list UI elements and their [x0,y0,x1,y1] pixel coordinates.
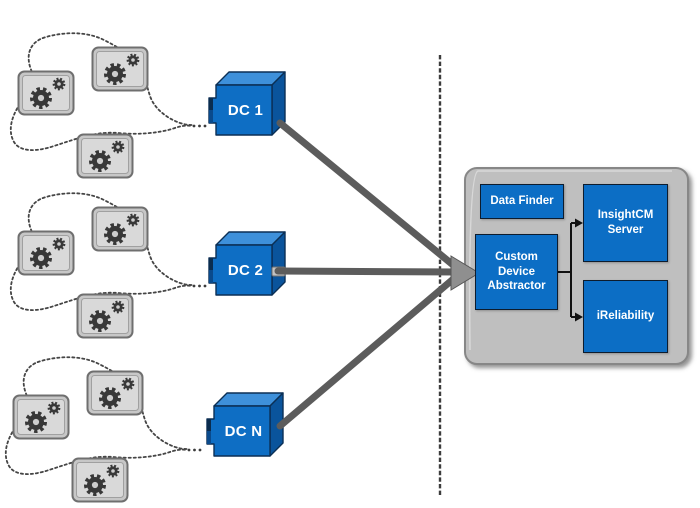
device-cluster-1 [11,33,207,177]
device-cluster-3 [6,357,202,501]
connector-arrowhead-insightcm [575,218,583,228]
dcn-label: DC N [224,422,263,440]
dc2-label: DC 2 [227,261,264,279]
dc1-to-panel-arrow [276,119,462,273]
dc2-to-panel-arrow [274,267,462,276]
connector-arrowhead-ireliability [575,312,583,322]
data-finder-box: Data Finder [480,184,564,219]
custom-device-abstractor-box: Custom Device Abstractor [475,234,558,310]
dc1-label: DC 1 [227,101,264,119]
insightcm-server-box: InsightCM Server [583,184,668,262]
ireliability-box: iReliability [583,280,668,353]
converging-arrowhead [450,255,480,291]
panel-connector-lines [558,222,575,318]
device-cluster-2 [11,193,207,337]
server-panel-highlight [468,170,672,351]
dcn-to-panel-arrow [276,271,462,430]
